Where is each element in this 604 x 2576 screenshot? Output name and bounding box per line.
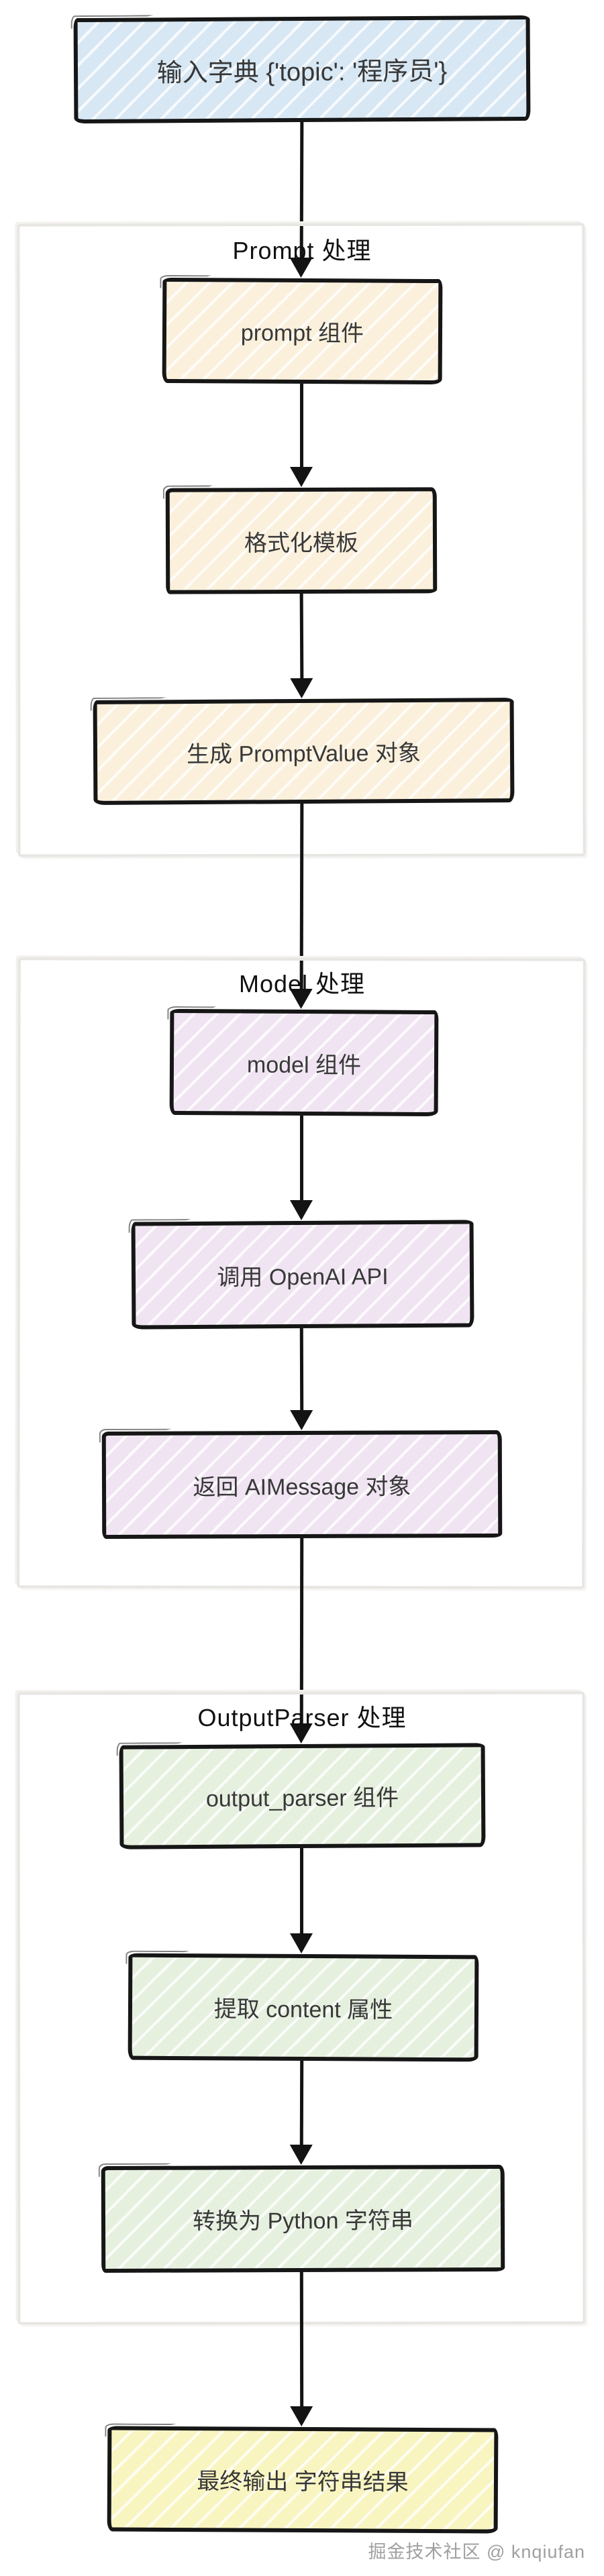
openai-api-call-label: 调用 OpenAI API [217, 1263, 389, 1291]
format-template-box: 格式化模板 [165, 487, 438, 594]
arrow-prompt-component-to-format [290, 384, 313, 487]
prompt-component-box: prompt 组件 [162, 277, 443, 385]
promptvalue-object-label: 生成 PromptValue 对象 [186, 740, 421, 767]
input-dict-label: 输入字典 {'topic': '程序员'} [156, 57, 448, 88]
extract-content-box: 提取 content 属性 [128, 1953, 479, 2062]
arrow-parser-to-extract-content [290, 1848, 313, 1953]
arrow-format-to-promptvalue [299, 593, 304, 680]
format-template-label: 格式化模板 [244, 530, 359, 556]
python-string-convert-box: 转换为 Python 字符串 [101, 2164, 505, 2273]
arrow-extract-to-python-string [299, 2060, 304, 2146]
aimessage-object-box: 返回 AIMessage 对象 [101, 1430, 503, 1540]
final-output-box: 最终输出 字符串结果 [107, 2426, 499, 2534]
prompt-component-label: prompt 组件 [240, 320, 364, 347]
model-component-label: model 组件 [246, 1052, 362, 1078]
promptvalue-object-box: 生成 PromptValue 对象 [93, 698, 515, 805]
output-parser-component-label: output_parser 组件 [205, 1785, 399, 1812]
arrow-model-component-to-api-call [290, 1116, 313, 1220]
input-dict-box: 输入字典 {'topic': '程序员'} [73, 15, 531, 124]
model-group-title: Model 处理 [238, 970, 366, 998]
model-component-box: model 组件 [169, 1008, 439, 1117]
arrow-api-call-to-aimessage [299, 1328, 304, 1411]
arrow-python-string-to-final-output [299, 2271, 304, 2408]
openai-api-call-box: 调用 OpenAI API [131, 1220, 474, 1330]
outputparser-group-title: OutputParser 处理 [197, 1704, 407, 1731]
extract-content-label: 提取 content 属性 [213, 1996, 393, 2023]
prompt-group-title: Prompt 处理 [232, 237, 372, 264]
final-output-label: 最终输出 字符串结果 [197, 2469, 409, 2496]
aimessage-object-label: 返回 AIMessage 对象 [193, 1473, 411, 1501]
output-parser-component-box: output_parser 组件 [119, 1743, 486, 1849]
python-string-convert-label: 转换为 Python 字符串 [193, 2208, 413, 2235]
watermark-text: 掘金技术社区 @ knqiufan [368, 2542, 585, 2562]
